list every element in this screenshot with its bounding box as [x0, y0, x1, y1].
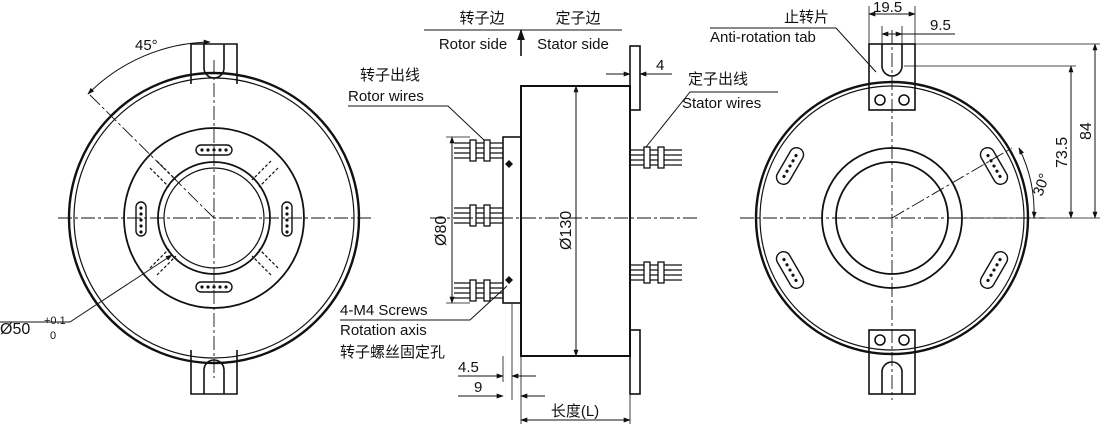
length-label: 长度(L)	[551, 403, 599, 420]
stator-wires-en-label: Stator wires	[682, 95, 761, 112]
screw-marker-icon	[505, 160, 513, 168]
tab-leader	[710, 27, 877, 73]
flange-tab-bottom	[629, 329, 641, 395]
tab-zh-label: 止转片	[784, 9, 829, 26]
bore-leader	[69, 254, 173, 323]
dia130-label: Ø130	[558, 211, 575, 250]
angle-45-label: 45°	[135, 37, 158, 54]
angle-30-label: 30°	[1030, 171, 1054, 198]
stator-wire-bundles	[630, 146, 682, 284]
stator-wire-dots	[782, 154, 1002, 282]
rotor-side-zh-label: 转子边	[459, 10, 504, 27]
tab-slot-label: 9.5	[930, 17, 951, 34]
flange-thickness-label: 4	[656, 57, 664, 74]
rotor-face-centerlines	[58, 60, 372, 378]
bore-tol-upper: +0.1	[44, 315, 66, 327]
flange-tab-top	[629, 45, 641, 111]
bore-dimension-label: Ø50	[0, 321, 30, 338]
rotor-collar	[502, 136, 522, 304]
stator-wires-leader	[645, 91, 778, 148]
side-view: 转子边 Rotor side 定子边 Stator side	[340, 10, 778, 424]
screws-zh-label: 转子螺丝固定孔	[340, 344, 445, 361]
rotor-face-view: 45° Ø50 +0.1 0	[0, 37, 372, 395]
stator-side-zh-label: 定子边	[555, 10, 600, 27]
screw-marker-icon	[505, 276, 513, 284]
rotor-wires-zh-label: 转子出线	[360, 67, 420, 84]
dia80-label: Ø80	[433, 216, 450, 246]
height-84-label: 84	[1078, 122, 1095, 140]
stator-wires-zh-label: 定子出线	[688, 71, 748, 88]
tab-width-label: 19.5	[873, 0, 902, 16]
rotor-wire-dots	[139, 148, 289, 289]
rotor-side-en-label: Rotor side	[439, 36, 507, 53]
stator-face-view: 止转片 Anti-rotation tab 19.5 9.5 84 73.5 3…	[710, 0, 1100, 400]
rotation-axis-en-label: Rotation axis	[340, 322, 427, 339]
rotor-wire-bundles	[454, 139, 503, 302]
height-73-5-label: 73.5	[1054, 137, 1071, 168]
rotor-wires-leader	[348, 105, 485, 141]
bore-tol-lower: 0	[50, 330, 56, 342]
rotor-wires-en-label: Rotor wires	[348, 88, 424, 105]
stator-side-en-label: Stator side	[537, 36, 609, 53]
angle-45-arc	[87, 39, 211, 95]
dim-9-label: 9	[474, 379, 482, 396]
stator-wire-slots	[775, 147, 1009, 289]
dim-4-5-label: 4.5	[458, 359, 479, 376]
screws-leader	[340, 285, 508, 321]
angle-30-arc	[1018, 147, 1037, 219]
tab-en-label: Anti-rotation tab	[710, 29, 816, 46]
screws-en-label: 4-M4 Screws	[340, 302, 428, 319]
